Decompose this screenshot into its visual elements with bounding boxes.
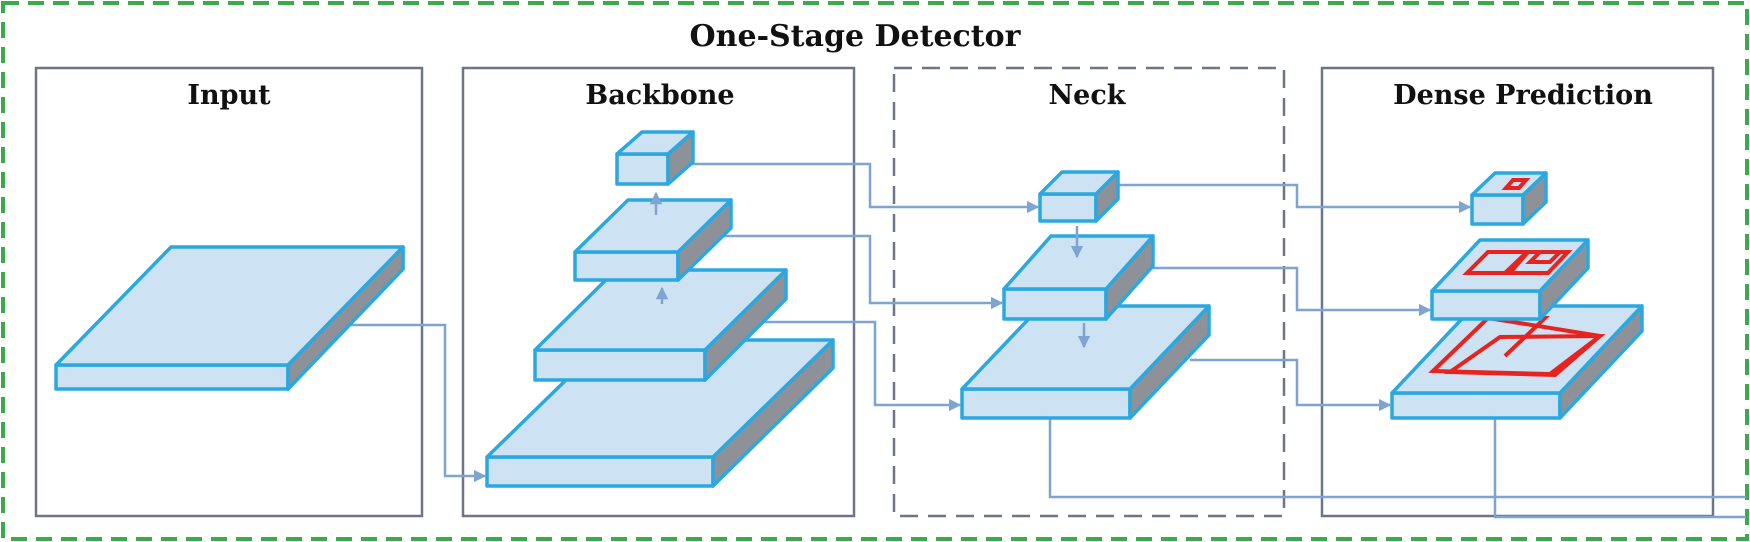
backbone-block-small — [573, 198, 733, 282]
backbone-block-medium — [533, 268, 788, 382]
input-feature-block — [54, 245, 405, 391]
prediction-box-small — [1501, 178, 1531, 190]
prediction-box-large-2 — [1443, 333, 1606, 378]
input-panel-title: Input — [187, 80, 271, 111]
connector-neck-low-to-prediction — [1190, 358, 1392, 412]
connector-neck-top-to-prediction — [1118, 183, 1472, 214]
connector-neck-mid-to-prediction — [1137, 266, 1432, 317]
connector-backbone-low-to-neck — [753, 320, 962, 412]
diagram-title: One-Stage Detector — [690, 19, 1022, 54]
neck-block-small — [1038, 170, 1120, 223]
backbone-block-tiny — [615, 130, 695, 186]
prediction-box-medium-3 — [1525, 250, 1565, 264]
prediction-block-medium — [1430, 238, 1590, 321]
connector-input-to-backbone — [340, 323, 487, 483]
neck-block-medium — [1002, 234, 1155, 321]
dense-prediction-panel-title: Dense Prediction — [1393, 80, 1653, 111]
connector-backbone-top-to-neck — [666, 162, 1040, 214]
prediction-block-large — [1390, 304, 1644, 420]
prediction-block-small — [1470, 171, 1548, 226]
connector-backbone-mid-to-neck — [705, 234, 1004, 310]
neck-panel-title: Neck — [1048, 80, 1126, 111]
backbone-panel-title: Backbone — [585, 80, 734, 111]
prediction-box-medium-2 — [1505, 250, 1573, 275]
backbone-block-large — [485, 338, 835, 488]
